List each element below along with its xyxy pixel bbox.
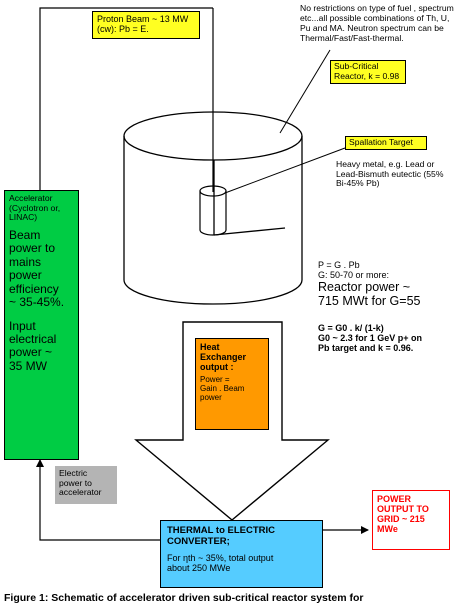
heat-exchanger-title: Exchanger [200, 352, 247, 363]
heat-exchanger-detail: power [200, 393, 222, 403]
formula-line: G0 ~ 2.3 for 1 GeV p+ on [318, 333, 423, 344]
fuel-note-line: No restrictions on type of fuel , spectr… [300, 3, 454, 13]
efficiency-line: mains [9, 254, 42, 269]
grid-output-line: GRID ~ 215 [377, 514, 425, 525]
gain-text: P = G . Pb G: 50-70 or more: Reactor pow… [318, 260, 474, 308]
input-power-value: 35 MW [9, 358, 48, 373]
spallation-target-cylinder [199, 185, 227, 236]
heat-exchanger-title: output : [200, 362, 234, 373]
proton-beam-power: (cw): Pb = E. [97, 24, 149, 35]
grid-output-box: POWER OUTPUT TO GRID ~ 215 MWe [372, 490, 450, 550]
spallation-desc-line: Lead-Bismuth eutectic (55% [336, 168, 444, 179]
fuel-note-line: Thermal/Fast/Fast-thermal. [300, 32, 404, 43]
electric-power-box: Electric power to accelerator [55, 466, 117, 504]
electric-power-line: accelerator [59, 487, 102, 498]
grid-output-line: MWe [377, 524, 398, 535]
grid-output-line: POWER [377, 494, 412, 504]
spallation-desc-line: Bi-45% Pb) [336, 178, 380, 189]
converter-box: THERMAL to ELECTRIC CONVERTER; For ηth ~… [160, 520, 323, 588]
return-power-line [36, 459, 160, 541]
fuel-note: No restrictions on type of fuel , spectr… [300, 3, 474, 44]
subcritical-reactor-label: Sub-Critical Reactor, k = 0.98 [330, 60, 406, 84]
fuel-note-line: etc...all possible combinations of Th, U… [300, 12, 450, 23]
subcritical-title: Sub-Critical [334, 61, 379, 71]
spallation-pointer [224, 147, 346, 194]
reactor-power-value: 715 MWt for G=55 [318, 294, 421, 309]
converter-title: CONVERTER; [167, 535, 230, 547]
accelerator-subtitle: LINAC) [9, 212, 38, 223]
figure-caption: Figure 1: Schematic of accelerator drive… [4, 593, 470, 605]
caption-text: Figure 1: Schematic of accelerator drive… [4, 593, 364, 604]
heat-exchanger-title: Heat [200, 342, 220, 352]
proton-beam-box: Proton Beam ~ 13 MW (cw): Pb = E. [92, 11, 200, 39]
spallation-target-label: Spallation Target [345, 136, 427, 150]
converter-title: THERMAL to ELECTRIC [167, 525, 276, 536]
proton-beam-label: Proton Beam ~ 13 MW [97, 14, 189, 24]
converter-output: about 250 MWe [167, 563, 231, 574]
electric-power-line: power to [59, 477, 92, 488]
efficiency-line: efficiency [9, 281, 59, 296]
input-power-line: Input [9, 318, 36, 333]
input-power-line: power ~ [9, 345, 53, 360]
gain-equation: P = G . Pb [318, 260, 360, 270]
input-power-line: electrical [9, 331, 57, 346]
converter-efficiency: For ηth ~ 35%, total output [167, 553, 274, 564]
efficiency-line: power to [9, 241, 56, 256]
grid-output-line: OUTPUT TO [377, 504, 429, 515]
heat-exchanger-detail: Power = [200, 375, 230, 385]
heat-exchanger-detail: Gain . Beam [200, 384, 245, 394]
efficiency-value: ~ 35-45%. [9, 295, 65, 310]
accelerator-title: Accelerator [9, 193, 53, 203]
spallation-description: Heavy metal, e.g. Lead or Lead-Bismuth e… [336, 159, 474, 189]
accelerator-subtitle: (Cyclotron or, [9, 202, 61, 213]
spallation-target-title: Spallation Target [349, 137, 413, 147]
reactor-power-label: Reactor power ~ [318, 280, 411, 295]
formula-line: G = G0 . k/ (1-k) [318, 323, 384, 333]
accelerator-box: Accelerator (Cyclotron or, LINAC) Beam p… [4, 190, 79, 460]
subcritical-pointer [279, 49, 331, 134]
formula-line: Pb target and k = 0.96. [318, 343, 414, 354]
gain-formula: G = G0 . k/ (1-k) G0 ~ 2.3 for 1 GeV p+ … [318, 323, 474, 353]
accelerator-to-beam-line [39, 7, 213, 190]
subcritical-k-value: Reactor, k = 0.98 [334, 70, 400, 81]
efficiency-line: power [9, 268, 42, 283]
heat-exchanger-box: Heat Exchanger output : Power = Gain . B… [195, 338, 269, 430]
fuel-note-line: Pu and MA. Neutron spectrum can be [300, 22, 444, 33]
gain-range: G: 50-70 or more: [318, 270, 390, 281]
spallation-desc-line: Heavy metal, e.g. Lead or [336, 159, 435, 169]
efficiency-line: Beam [9, 227, 41, 242]
electric-power-line: Electric [59, 468, 88, 478]
